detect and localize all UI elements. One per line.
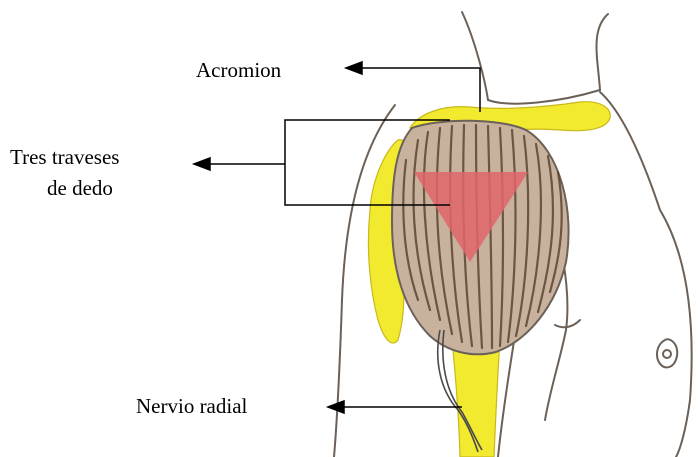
acromion-arrowhead — [346, 62, 362, 74]
chest-outline — [600, 92, 692, 457]
acromion-label: Acromion — [196, 58, 281, 82]
nipple-inner — [663, 350, 671, 358]
three-fingers-label-line1: Tres traveses — [10, 145, 119, 169]
nipple-outer — [657, 339, 677, 367]
fingers-arrowhead — [194, 158, 210, 170]
acromion-leader — [358, 68, 480, 112]
radial-nerve-label: Nervio radial — [136, 394, 247, 418]
three-fingers-label-line2: de dedo — [47, 176, 113, 200]
nerve-arrowhead — [328, 401, 344, 413]
neck-outline — [462, 12, 608, 104]
